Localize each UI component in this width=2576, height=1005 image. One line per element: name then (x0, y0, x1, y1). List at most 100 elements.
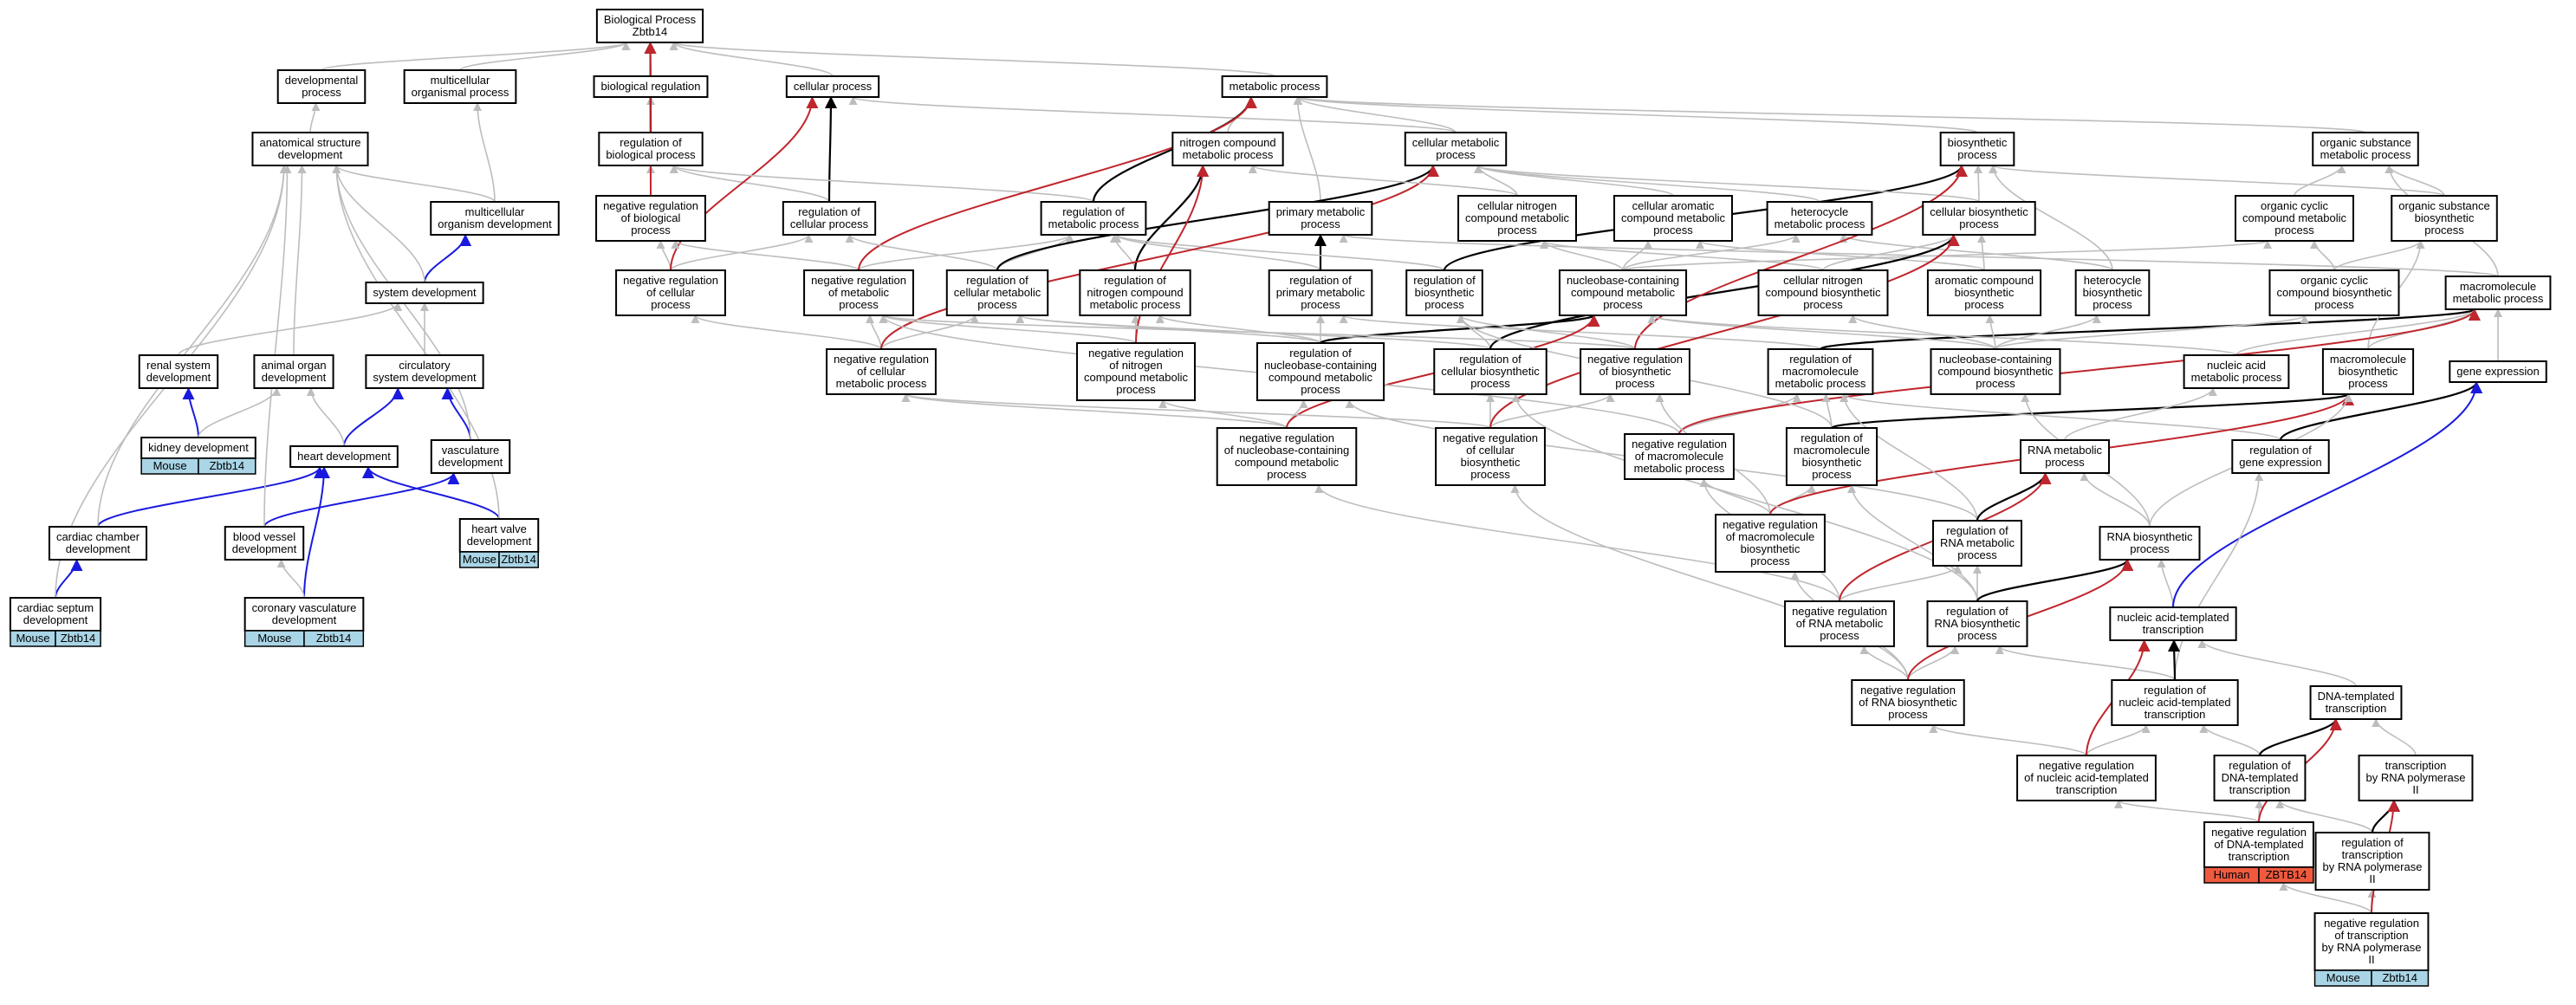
edge-is-a (1113, 234, 1445, 271)
go-term-box (1171, 132, 1284, 166)
edge-is-a (691, 314, 882, 350)
go-term-node-sys-dev[interactable]: system development (365, 282, 484, 304)
go-term-label: gene expression (2456, 365, 2539, 378)
go-term-box (1435, 427, 1546, 486)
go-term-box (365, 354, 484, 389)
edge-is-a (1995, 645, 2176, 681)
edge-is-a (670, 165, 1094, 203)
edge-is-a (1294, 96, 2366, 133)
edge-is-a (1678, 393, 1801, 435)
go-term-box (595, 9, 704, 43)
edge-is-a (2235, 308, 2479, 356)
edge-is-a (332, 165, 425, 283)
go-term-node-cell-proc[interactable]: cellular process (785, 75, 880, 98)
go-term-box (598, 132, 704, 166)
edge-is-a (1510, 484, 1909, 681)
go-term-node-met-proc[interactable]: metabolic process (1221, 75, 1328, 98)
go-term-node-bio-reg[interactable]: biological regulation (593, 75, 709, 98)
go-term-box (803, 269, 914, 316)
go-term-node-heart-dev[interactable]: heart development (289, 445, 399, 468)
go-term-box (251, 132, 369, 166)
edge-part-of (2172, 381, 2483, 608)
go-term-box (2020, 439, 2110, 474)
go-term-node-gene-expr[interactable]: gene expression (2449, 360, 2547, 383)
edge-is-a (1985, 314, 1996, 350)
